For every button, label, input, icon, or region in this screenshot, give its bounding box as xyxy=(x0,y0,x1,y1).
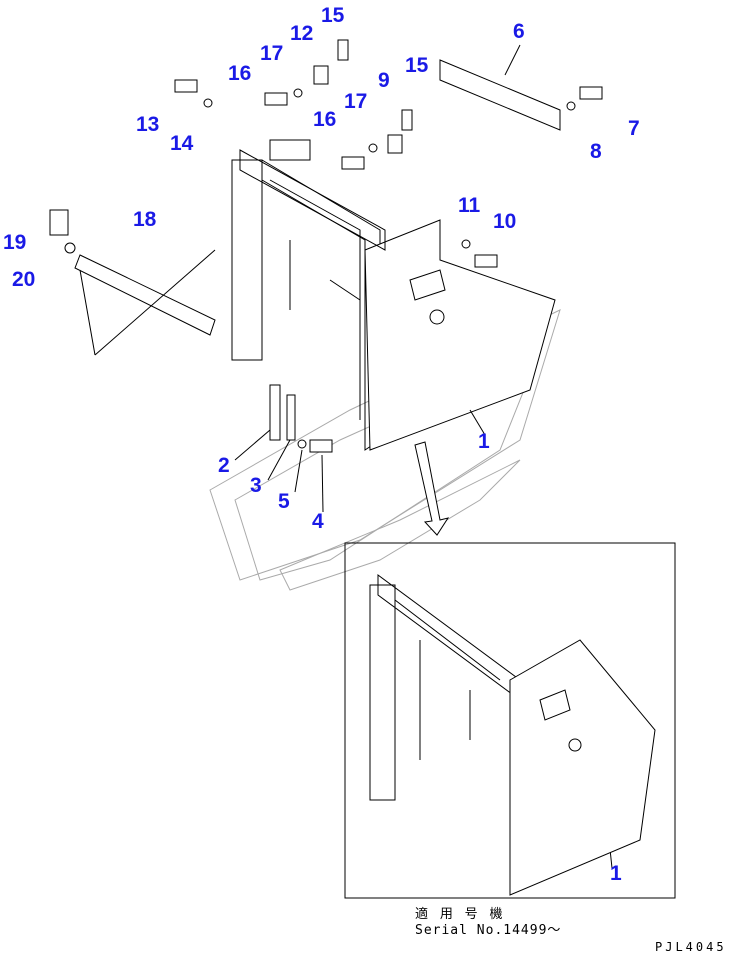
callout-19: 19 xyxy=(3,231,26,254)
callout-20: 20 xyxy=(12,268,35,291)
serial-number-label: Serial No.14499～ xyxy=(415,923,562,938)
callout-16b: 16 xyxy=(313,108,336,131)
callout-15b: 15 xyxy=(405,54,429,77)
callout-7: 7 xyxy=(628,117,640,140)
callout-17b: 17 xyxy=(344,90,367,113)
callout-15: 15 xyxy=(321,4,345,27)
inset-frame-box xyxy=(344,542,676,899)
callout-13: 13 xyxy=(136,113,159,136)
callout-numbers: 1 2 3 4 5 6 7 8 9 10 11 12 13 14 15 15 1… xyxy=(3,4,640,885)
callout-11: 11 xyxy=(458,194,481,217)
callout-18: 18 xyxy=(133,208,157,231)
background-watermark xyxy=(209,309,561,591)
callout-16: 16 xyxy=(228,62,251,85)
callout-8: 8 xyxy=(590,140,602,163)
upper-frame-assembly xyxy=(49,39,603,536)
callout-4: 4 xyxy=(312,510,324,533)
callout-10: 10 xyxy=(493,210,516,233)
callout-1-inset: 1 xyxy=(610,862,622,885)
callout-14: 14 xyxy=(170,132,194,155)
drawing-code: PJL4045 xyxy=(655,940,727,954)
callout-6: 6 xyxy=(513,20,525,43)
callout-12: 12 xyxy=(290,22,313,45)
callout-2: 2 xyxy=(218,454,230,477)
callout-17: 17 xyxy=(260,42,283,65)
callout-1: 1 xyxy=(478,430,490,453)
callout-5: 5 xyxy=(278,490,290,513)
callout-9: 9 xyxy=(378,69,390,92)
callout-3: 3 xyxy=(250,474,262,497)
applicability-label-japanese: 適 用 号 機 xyxy=(415,907,505,922)
